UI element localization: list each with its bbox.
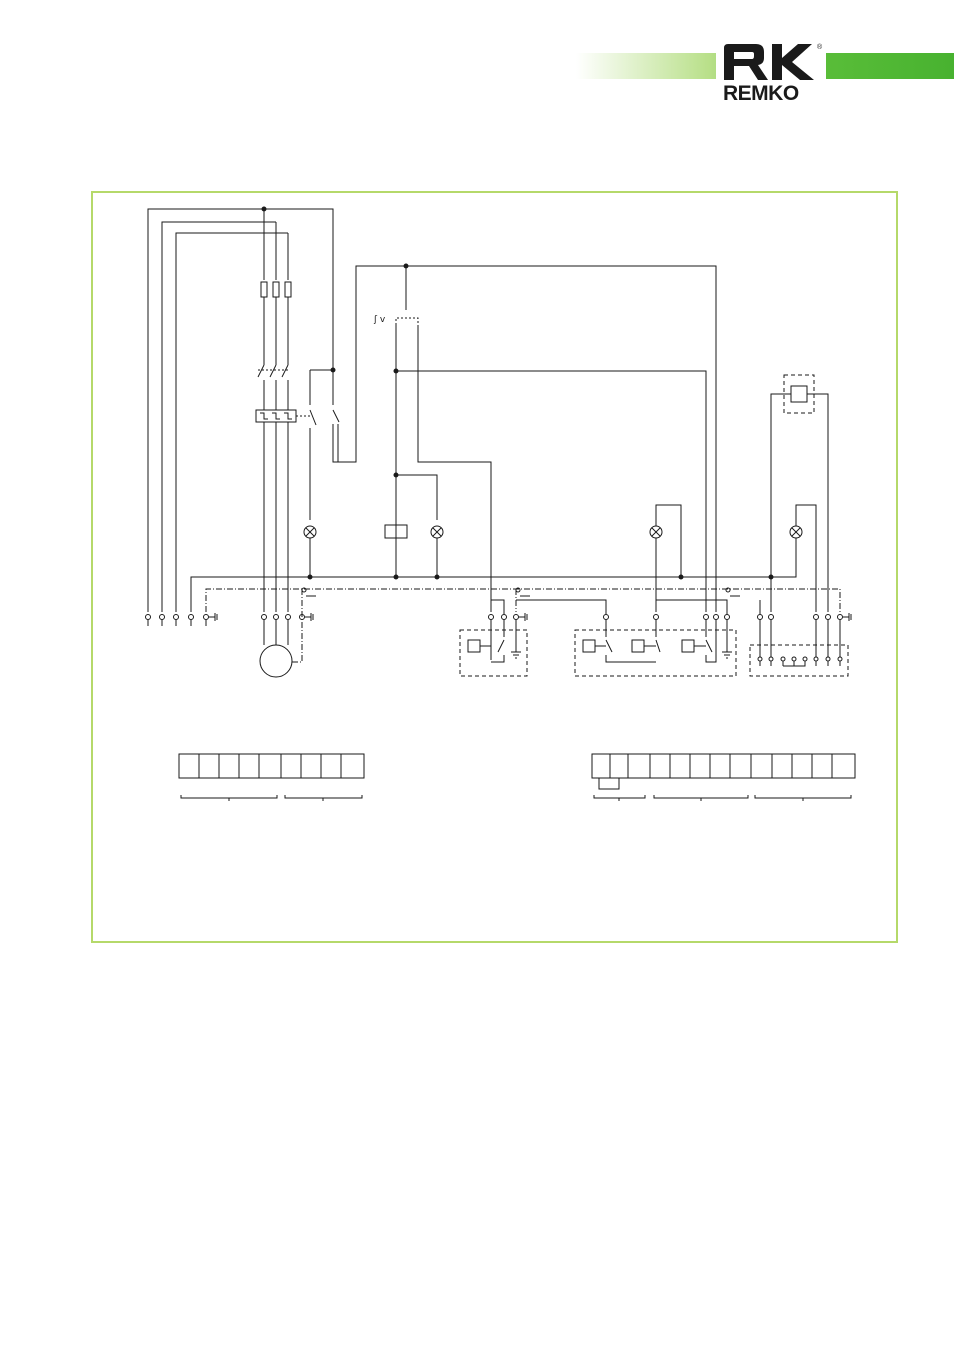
lamp-icon xyxy=(303,504,817,612)
switch-contact-icon xyxy=(257,364,290,410)
fuse-icon xyxy=(260,281,292,365)
remote-device-1 xyxy=(459,620,528,677)
terminal-block-icon xyxy=(749,620,849,677)
terminal-row xyxy=(145,599,852,645)
terminal-strip-left xyxy=(178,753,365,801)
brand-name: REMKO xyxy=(723,82,799,105)
remko-logo-icon: ® xyxy=(716,40,826,84)
ground-icon xyxy=(301,587,740,597)
diagram-frame xyxy=(91,191,898,943)
overload-relay xyxy=(255,409,310,612)
remote-device-2 xyxy=(574,620,737,677)
control-contacts xyxy=(309,263,717,612)
neutral-bus xyxy=(190,574,774,612)
motor-icon xyxy=(259,644,293,678)
svg-text:ʃ v: ʃ v xyxy=(373,315,386,325)
registered-mark: ® xyxy=(817,43,823,51)
remko-logo: ® xyxy=(716,40,826,110)
supply-lines xyxy=(147,206,334,612)
flow-switch: ʃ v xyxy=(373,266,707,612)
terminal-strip-right xyxy=(591,753,856,801)
relay-coil-icon xyxy=(384,524,408,539)
thermostat-icon xyxy=(770,374,829,612)
